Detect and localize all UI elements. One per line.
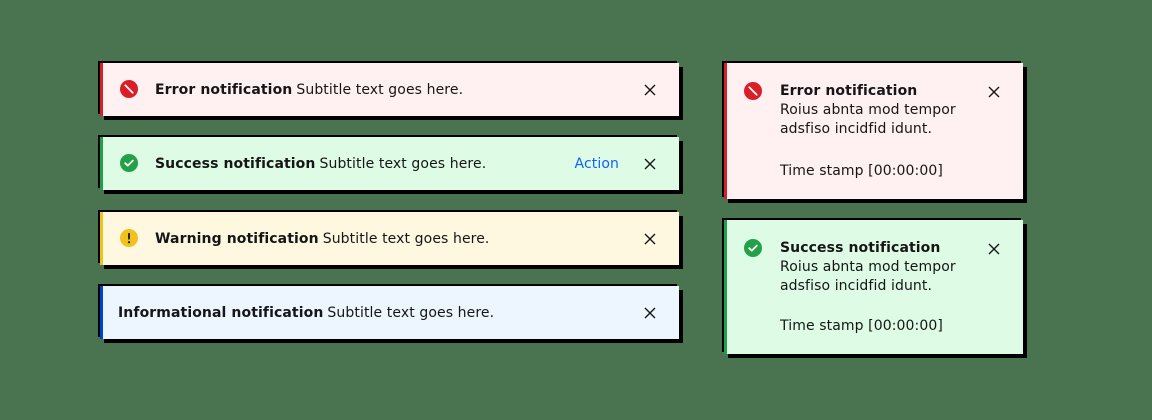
close-icon[interactable]	[642, 305, 658, 321]
toast-timestamp: Time stamp [00:00:00]	[780, 163, 943, 179]
toast-subtitle: Roius abnta mod tempor adsfiso incidfid …	[780, 102, 956, 137]
toast-content: Error notification Roius abnta mod tempo…	[780, 82, 970, 139]
notification-title: Warning notification	[155, 230, 319, 247]
toast-notification-success: Success notification Roius abnta mod tem…	[724, 220, 1023, 354]
close-icon[interactable]	[986, 241, 1002, 257]
notification-title: Error notification	[155, 81, 293, 98]
toast-content: Success notification Roius abnta mod tem…	[780, 239, 970, 296]
close-icon[interactable]	[642, 82, 658, 98]
notification-subtitle: Subtitle text goes here.	[319, 155, 487, 172]
warning-filled-icon	[120, 229, 138, 247]
notification-title: Informational notification	[118, 304, 324, 321]
error-filled-icon	[744, 82, 762, 100]
notification-title: Success notification	[155, 155, 316, 172]
inline-notification-error: Error notification Subtitle text goes he…	[100, 63, 679, 116]
toast-subtitle: Roius abnta mod tempor adsfiso incidfid …	[780, 259, 956, 294]
toast-title: Success notification	[780, 240, 941, 256]
inline-notification-success: Success notification Subtitle text goes …	[100, 137, 679, 190]
toast-timestamp: Time stamp [00:00:00]	[780, 318, 943, 334]
notification-subtitle: Subtitle text goes here.	[322, 230, 490, 247]
notification-subtitle: Subtitle text goes here.	[296, 81, 464, 98]
inline-notification-info: Informational notification Subtitle text…	[100, 286, 679, 339]
toast-notification-error: Error notification Roius abnta mod tempo…	[724, 63, 1023, 199]
notification-subtitle: Subtitle text goes here.	[327, 304, 495, 321]
notification-text: Error notification Subtitle text goes he…	[155, 63, 463, 116]
checkmark-filled-icon	[744, 239, 762, 257]
close-icon[interactable]	[642, 231, 658, 247]
notification-text: Informational notification Subtitle text…	[118, 286, 494, 339]
toast-title: Error notification	[780, 83, 918, 99]
notification-text: Warning notification Subtitle text goes …	[155, 212, 489, 265]
action-button[interactable]: Action	[574, 155, 619, 172]
close-icon[interactable]	[986, 84, 1002, 100]
inline-notification-warning: Warning notification Subtitle text goes …	[100, 212, 679, 265]
checkmark-filled-icon	[120, 154, 138, 172]
error-filled-icon	[120, 80, 138, 98]
notification-text: Success notification Subtitle text goes …	[155, 137, 486, 190]
close-icon[interactable]	[642, 156, 658, 172]
